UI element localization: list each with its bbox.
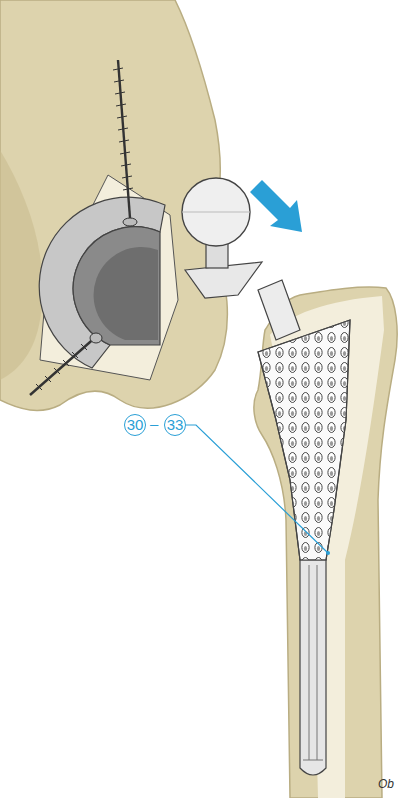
callout-number: 30 [124, 414, 146, 436]
callout-number: 33 [164, 414, 186, 436]
range-dash: – [150, 414, 158, 434]
screw-thread [36, 68, 133, 390]
leader-line [186, 425, 328, 553]
femoral-head [182, 178, 250, 246]
acetabular-shell [39, 197, 165, 368]
stem-neck [258, 280, 300, 340]
stem-distal [300, 555, 326, 775]
cup-liner [73, 227, 160, 345]
figure-note: Ob [378, 774, 394, 794]
bone-screw [30, 60, 130, 395]
direction-arrow [250, 180, 302, 232]
bone-section [40, 175, 178, 380]
